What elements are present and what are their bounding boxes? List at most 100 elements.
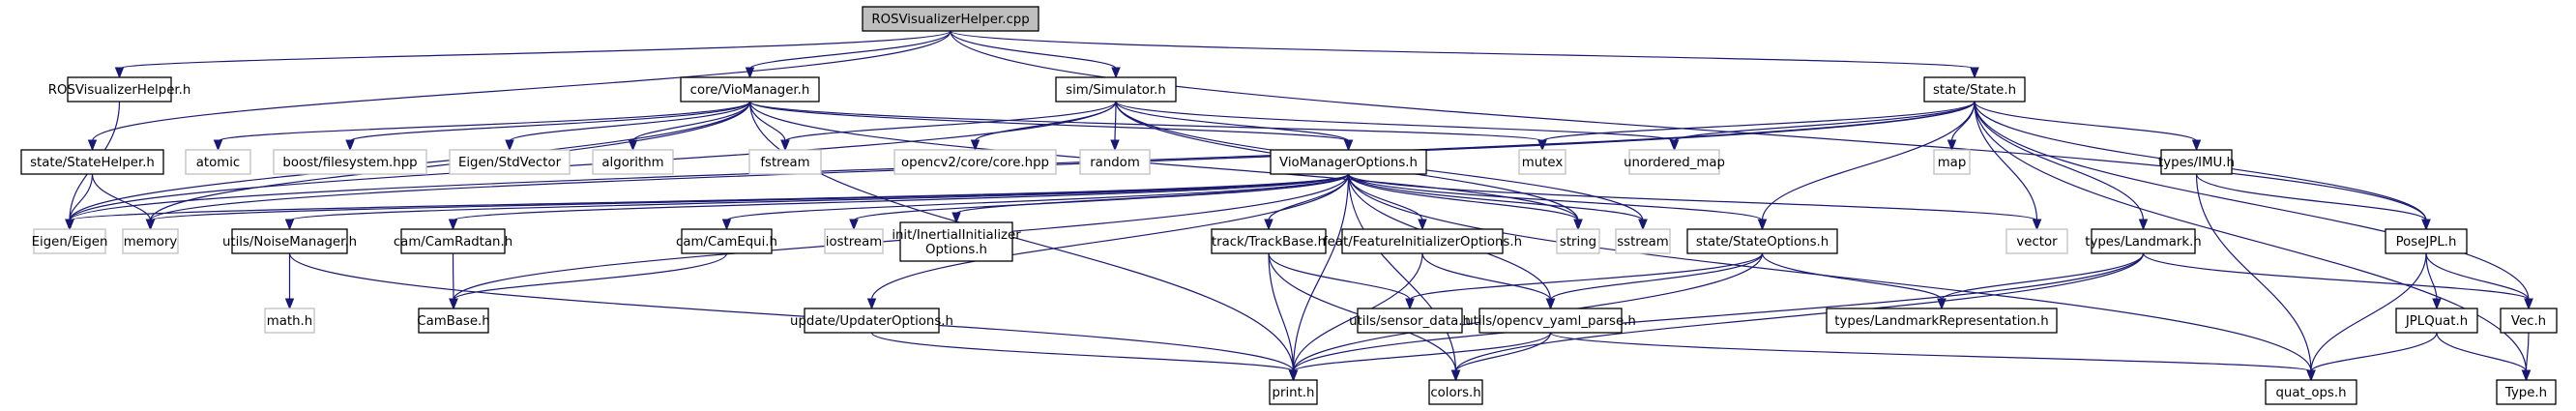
node-box <box>231 228 348 254</box>
edge-line <box>2310 332 2438 372</box>
node-box <box>862 6 1039 32</box>
node-state-stateoptions-h[interactable]: state/StateOptions.h <box>1686 228 1838 254</box>
node-utils-noisemanager-h[interactable]: utils/NoiseManager.h <box>222 228 357 254</box>
edge-viomgropts-to-sstream <box>1347 173 1648 231</box>
edge-trackbase-to-sensordata <box>1268 252 1415 310</box>
arrowhead-icon <box>87 139 98 152</box>
edge-sim-to-random <box>1110 101 1120 152</box>
node-state-statehelper-h[interactable]: state/StateHelper.h <box>20 149 164 175</box>
node-mutex: mutex <box>1518 149 1566 175</box>
edge-line <box>748 101 1579 221</box>
arrowhead-icon <box>1669 139 1680 152</box>
node-feat-featureinitializeroptions-h[interactable]: feat/FeatureInitializerOptions.h <box>1323 228 1522 254</box>
edge-line <box>1268 252 1295 372</box>
node-colors-h[interactable]: colors.h <box>1428 379 1483 405</box>
node-posejpl-h[interactable]: PoseJPL.h <box>2385 228 2468 254</box>
node-box <box>1933 149 1971 175</box>
arrowhead-icon <box>1110 139 1120 152</box>
edge-line <box>149 173 1350 221</box>
node-state-state-h[interactable]: state/State.h <box>1923 76 2026 103</box>
node-core-viomanager-h[interactable]: core/VioManager.h <box>680 76 820 103</box>
node-label: state/State.h <box>1933 83 2016 98</box>
node-box <box>893 149 1057 175</box>
node-label: mutex <box>1522 156 1564 170</box>
node-print-h[interactable]: print.h <box>1269 379 1318 405</box>
edge-line <box>748 101 1543 142</box>
node-sim-simulator-h[interactable]: sim/Simulator.h <box>1055 76 1177 103</box>
edge-line <box>1549 252 1764 301</box>
arrowhead-icon <box>345 139 355 152</box>
node-algorithm: algorithm <box>592 149 674 175</box>
arrowhead-icon <box>213 139 223 152</box>
arrowhead-icon <box>628 139 638 152</box>
edge-posejpl-to-jplquat <box>2425 252 2442 310</box>
node-label: cam/CamEqui.h <box>676 235 777 250</box>
node-label: string <box>1560 235 1596 250</box>
node-box <box>449 149 571 175</box>
node-label: opencv2/core/core.hpp <box>901 156 1049 170</box>
node-update-updateroptions-h[interactable]: update/UpdaterOptions.h <box>790 308 953 334</box>
node-sstream: sstream <box>1615 228 1671 254</box>
edge-noisemgr-to-math <box>284 253 295 310</box>
node-rosvisualizerhelper-cpp[interactable]: ROSVisualizerHelper.cpp <box>862 6 1039 32</box>
node-cam-camradtan-h[interactable]: cam/CamRadtan.h <box>394 228 512 254</box>
edge-line <box>2425 252 2530 301</box>
edge-line <box>1114 101 1117 142</box>
arrowhead-icon <box>745 67 755 79</box>
edge-line <box>784 101 1117 142</box>
node-track-trackbase-h[interactable]: track/TrackBase.h <box>1211 228 1327 254</box>
node-label: VioManagerOptions.h <box>1279 156 1418 170</box>
node-boost-filesystem-hpp: boost/filesystem.hpp <box>273 149 427 175</box>
edge-updopts-to-print <box>870 332 1299 382</box>
edge-line <box>1454 332 1552 372</box>
node-cambase-h[interactable]: CamBase.h <box>417 308 490 334</box>
node-label: fstream <box>760 156 809 170</box>
node-box <box>680 76 820 103</box>
arrowhead-icon <box>1573 219 1583 231</box>
arrowhead-icon <box>449 298 458 310</box>
edge-line <box>950 30 1976 70</box>
node-quat-ops-h[interactable]: quat_ops.h <box>2265 379 2357 405</box>
arrowhead-icon <box>2191 139 2202 152</box>
edge-line <box>2436 332 2528 372</box>
node-math-h: math.h <box>264 308 315 334</box>
node-box <box>2385 228 2468 254</box>
arrowhead-icon <box>1288 369 1299 382</box>
node-jplquat-h[interactable]: JPLQuat.h <box>2395 308 2478 334</box>
edge-line <box>870 332 1295 372</box>
edge-line <box>725 173 1350 221</box>
arrowhead-icon <box>505 139 514 152</box>
node-label: JPLQuat.h <box>2405 314 2468 329</box>
node-types-imu-h[interactable]: types/IMU.h <box>2158 149 2235 175</box>
node-utils-opencv-yaml-parse-h[interactable]: utils/opencv_yaml_parse.h <box>1465 308 1636 334</box>
edge-line <box>950 30 2427 221</box>
edge-line <box>1115 101 1350 142</box>
edge-root-to-viomgr <box>745 30 951 79</box>
node-label: math.h <box>267 314 312 329</box>
node-box <box>1923 76 2026 103</box>
node-box <box>1269 379 1318 405</box>
arrowhead-icon <box>721 219 732 231</box>
node-types-landmarkrepresentation-h[interactable]: types/LandmarkRepresentation.h <box>1826 308 2058 334</box>
edge-line <box>217 101 751 142</box>
node-label: sstream <box>1617 235 1669 250</box>
edge-viomgr-to-stdvector <box>505 101 751 152</box>
edge-line <box>2195 173 2427 221</box>
node-vec-h[interactable]: Vec.h <box>2500 308 2558 334</box>
node-rosvisualizerhelper-h[interactable]: ROSVisualizerHelper.h <box>48 76 191 103</box>
node-type-h[interactable]: Type.h <box>2496 379 2557 405</box>
node-viomanageroptions-h[interactable]: VioManagerOptions.h <box>1270 149 1427 175</box>
edge-line <box>1347 173 1764 221</box>
node-cam-camequi-h[interactable]: cam/CamEqui.h <box>676 228 777 254</box>
node-label: PoseJPL.h <box>2396 235 2457 250</box>
edge-viomgr-to-viomgropts <box>748 101 1354 152</box>
node-types-landmark-h[interactable]: types/Landmark.h <box>2085 228 2202 254</box>
edge-line <box>2525 332 2530 372</box>
node-label: types/Landmark.h <box>2085 235 2201 250</box>
edge-root-to-statehelper <box>87 30 951 152</box>
node-label: random <box>1090 156 1140 170</box>
node-utils-sensor-data-h[interactable]: utils/sensor_data.h <box>1349 308 1471 334</box>
edge-line <box>91 30 951 142</box>
node-label: memory <box>124 235 178 250</box>
